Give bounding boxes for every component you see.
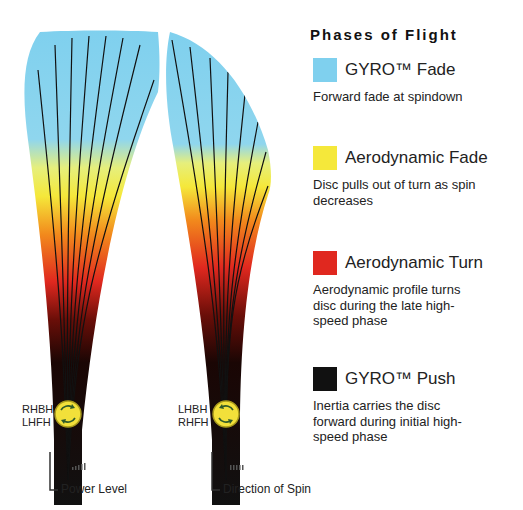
legend-heading: Aerodynamic Turn	[345, 253, 483, 273]
legend-swatch	[313, 58, 337, 82]
flight-path-left	[24, 31, 159, 506]
legend-heading: Aerodynamic Fade	[345, 148, 488, 168]
legend-title: Phases of Flight	[310, 26, 458, 44]
legend-description: Inertia carries the disc forward during …	[313, 398, 478, 445]
fan-lines-left	[38, 36, 154, 480]
legend-swatch	[313, 367, 337, 391]
tick	[242, 465, 244, 470]
power-ticks	[72, 463, 86, 470]
tick	[78, 465, 80, 470]
legend-swatch	[313, 146, 337, 170]
legend-description: Disc pulls out of turn as spin decreases	[313, 177, 478, 208]
fan-line	[226, 186, 268, 480]
tick	[84, 463, 86, 470]
flight-path-right	[166, 32, 271, 505]
tick	[233, 465, 235, 470]
spin-ticks	[230, 465, 244, 470]
tick	[236, 465, 238, 470]
fan-line	[68, 80, 154, 480]
legend-heading: GYRO™ Fade	[345, 60, 456, 80]
tick	[72, 467, 74, 470]
throw-type-label: LHBH RHFH	[178, 403, 212, 429]
axis-note: Power Level	[61, 482, 181, 496]
legend-swatch	[313, 251, 337, 275]
legend-heading: GYRO™ Push	[345, 369, 456, 389]
fan-lines-right	[172, 40, 268, 480]
power-bracket	[50, 452, 58, 490]
throw-type-label: RHBH LHFH	[22, 403, 56, 429]
tick	[81, 464, 83, 470]
tick	[230, 465, 232, 470]
tick	[239, 465, 241, 470]
spin-icon-right	[213, 401, 239, 427]
tick	[75, 466, 77, 470]
spin-bracket	[212, 452, 220, 490]
axis-note: Direction of Spin	[223, 482, 363, 496]
legend-description: Aerodynamic profile turns disc during th…	[313, 282, 478, 329]
legend-description: Forward fade at spindown	[313, 89, 488, 105]
spin-icon-left	[55, 401, 81, 427]
